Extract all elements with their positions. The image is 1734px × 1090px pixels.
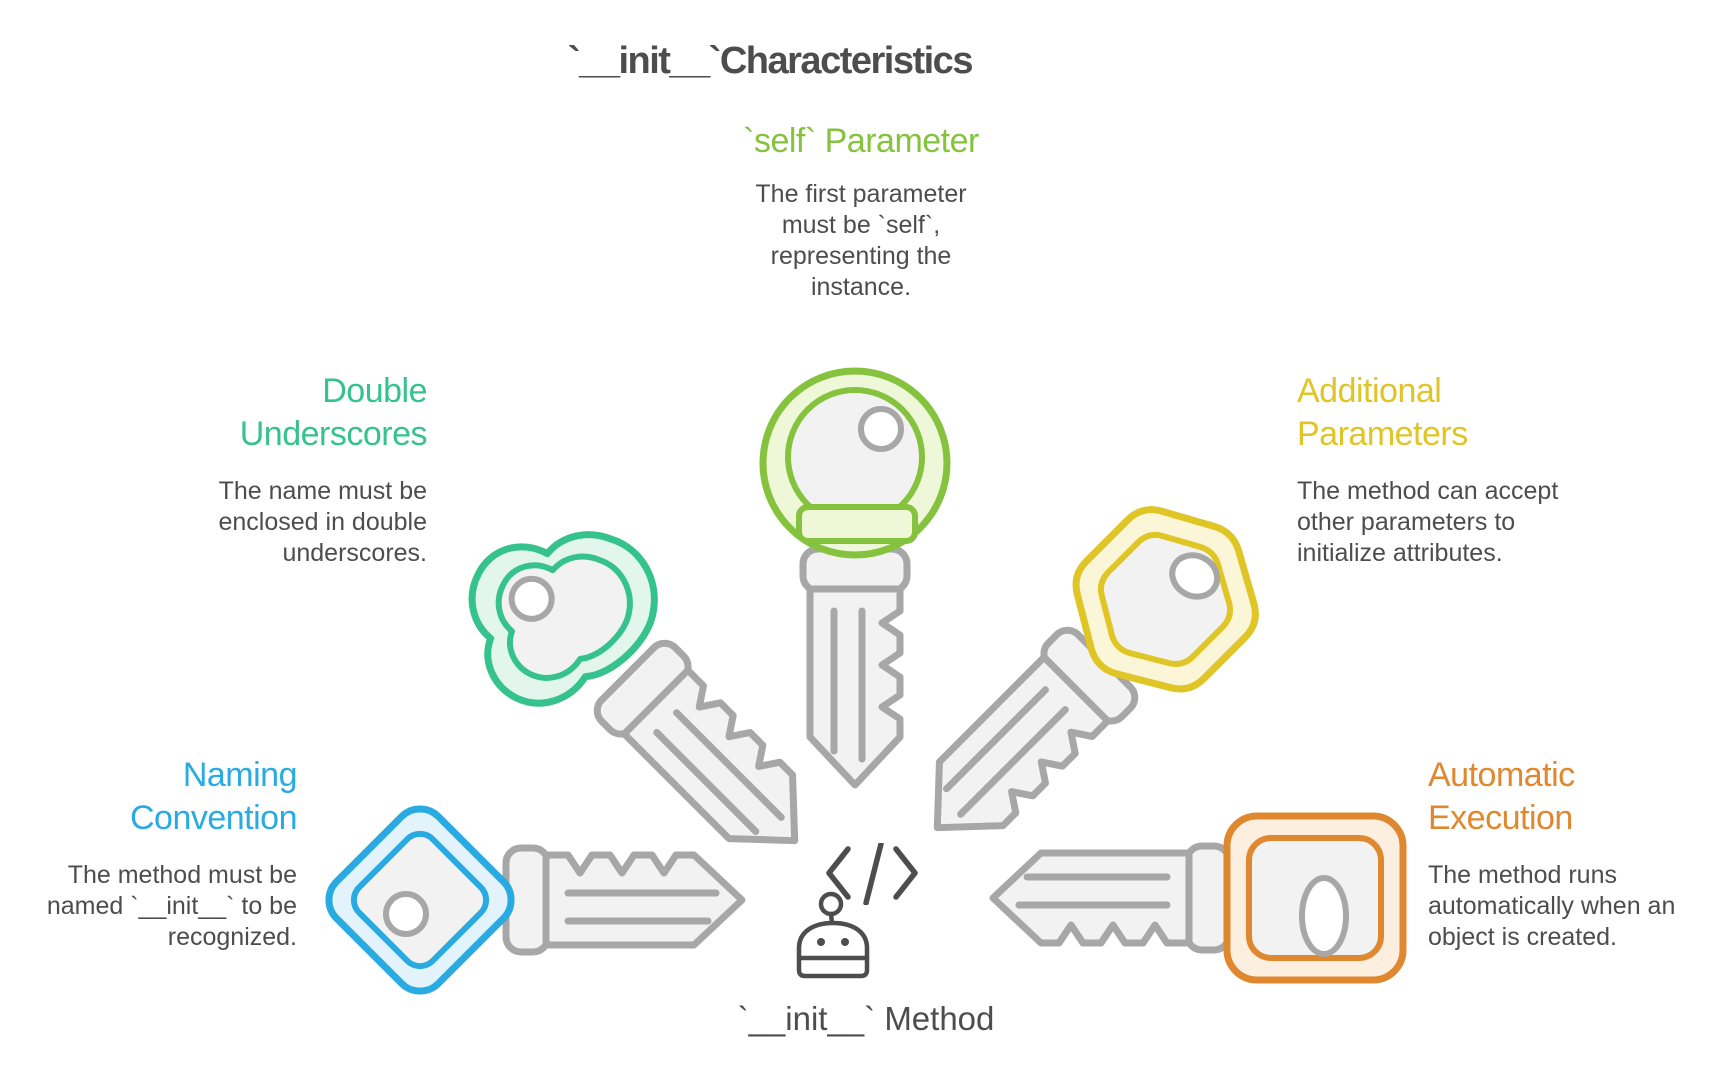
key-blade xyxy=(989,842,1233,954)
keyhole-icon xyxy=(1169,552,1221,600)
automatic-execution-heading: Automatic Execution xyxy=(1428,756,1575,837)
naming-convention-heading: Naming Convention xyxy=(129,756,298,837)
method-label: `__init__` Method xyxy=(737,1000,995,1037)
key-head xyxy=(1072,506,1259,693)
key-naming-convention-icon xyxy=(310,790,750,1010)
section-additional-parameters: Additional Parameters The method can acc… xyxy=(1297,370,1597,569)
key-blade xyxy=(502,844,746,956)
slash-icon xyxy=(863,843,884,905)
robot-antenna-icon xyxy=(818,891,844,917)
section-self-parameter: `self` Parameter The first parameter mus… xyxy=(711,120,1011,303)
key-head xyxy=(759,367,951,559)
key-blade xyxy=(593,639,799,845)
key-blade xyxy=(799,545,911,789)
key-head xyxy=(1223,812,1407,984)
angle-right-icon xyxy=(893,846,918,900)
key-blade xyxy=(933,626,1139,832)
angle-left-icon xyxy=(826,846,851,900)
key-automatic-execution-icon xyxy=(985,788,1425,1008)
section-naming-convention: Naming Convention The method must be nam… xyxy=(17,754,298,953)
key-additional-parameters-icon xyxy=(854,444,1321,911)
key-head xyxy=(468,531,658,707)
keyhole-icon xyxy=(1299,875,1349,957)
automatic-execution-description: The method runs automatically when an ob… xyxy=(1428,861,1676,951)
keyhole-icon xyxy=(508,575,555,622)
key-double-underscores-icon xyxy=(411,457,878,924)
keyhole-icon xyxy=(383,891,429,937)
naming-convention-description: The method must be named `__init__` to b… xyxy=(46,861,297,951)
robot-head-icon xyxy=(796,920,870,979)
robot-eye-icon xyxy=(817,938,825,946)
additional-parameters-description: The method can accept other parameters t… xyxy=(1297,477,1559,567)
double-underscores-description: The name must be enclosed in double unde… xyxy=(218,477,428,567)
section-automatic-execution: Automatic Execution The method runs auto… xyxy=(1428,754,1718,953)
key-self-parameter-icon xyxy=(745,353,965,793)
robot-eye-icon xyxy=(841,938,849,946)
keyhole-icon xyxy=(858,406,904,452)
self-parameter-description: The first parameter must be `self`, repr… xyxy=(755,180,967,301)
section-double-underscores: Double Underscores The name must be encl… xyxy=(147,370,428,569)
robot-icon xyxy=(796,891,870,979)
code-icon xyxy=(826,843,918,905)
self-parameter-heading: `self` Parameter xyxy=(743,122,979,160)
page-title: `__init__`Characteristics xyxy=(568,40,973,82)
additional-parameters-heading: Additional Parameters xyxy=(1297,372,1468,453)
double-underscores-heading: Double Underscores xyxy=(239,372,428,453)
